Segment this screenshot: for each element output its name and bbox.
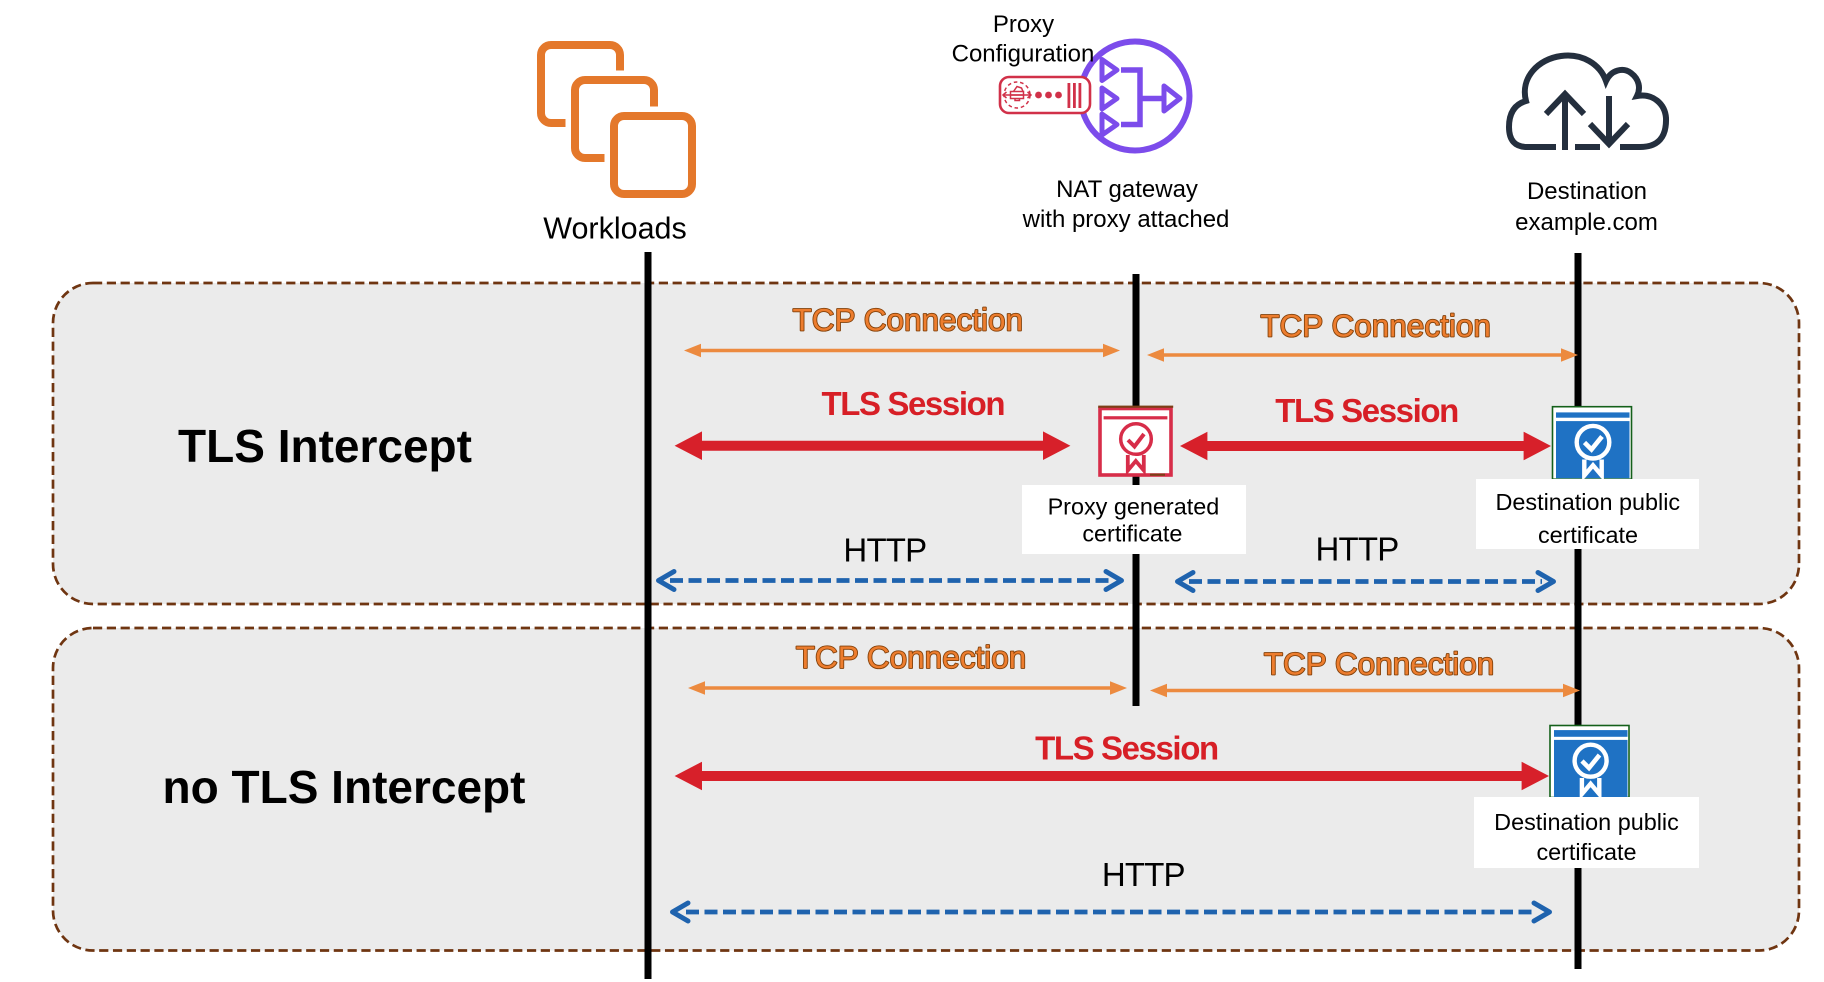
svg-text:Destination: Destination	[1527, 178, 1647, 205]
svg-text:TLS Session: TLS Session	[821, 385, 1004, 422]
svg-text:Proxy: Proxy	[993, 11, 1054, 38]
svg-text:TCP Connection: TCP Connection	[793, 302, 1024, 338]
svg-text:Proxy generated: Proxy generated	[1048, 494, 1220, 520]
svg-text:HTTP: HTTP	[843, 532, 926, 569]
svg-text:TLS Session: TLS Session	[1275, 392, 1458, 429]
svg-text:with proxy attached: with proxy attached	[1022, 206, 1230, 233]
svg-text:HTTP: HTTP	[1102, 856, 1185, 893]
svg-text:certificate: certificate	[1082, 521, 1182, 547]
svg-text:certificate: certificate	[1538, 522, 1638, 548]
svg-text:certificate: certificate	[1536, 839, 1636, 865]
svg-text:no TLS Intercept: no TLS Intercept	[163, 761, 526, 813]
svg-text:Destination public: Destination public	[1494, 809, 1679, 835]
svg-text:Workloads: Workloads	[543, 212, 687, 246]
svg-text:TLS Session: TLS Session	[1035, 729, 1218, 766]
svg-text:Configuration: Configuration	[952, 41, 1095, 68]
svg-text:TCP Connection: TCP Connection	[1264, 646, 1495, 682]
svg-text:TCP Connection: TCP Connection	[796, 639, 1027, 675]
svg-text:example.com: example.com	[1515, 209, 1658, 236]
svg-text:NAT gateway: NAT gateway	[1056, 176, 1198, 203]
svg-text:Destination public: Destination public	[1495, 489, 1680, 515]
svg-text:HTTP: HTTP	[1316, 531, 1399, 568]
svg-text:TCP Connection: TCP Connection	[1260, 308, 1491, 344]
svg-text:TLS Intercept: TLS Intercept	[178, 420, 472, 472]
